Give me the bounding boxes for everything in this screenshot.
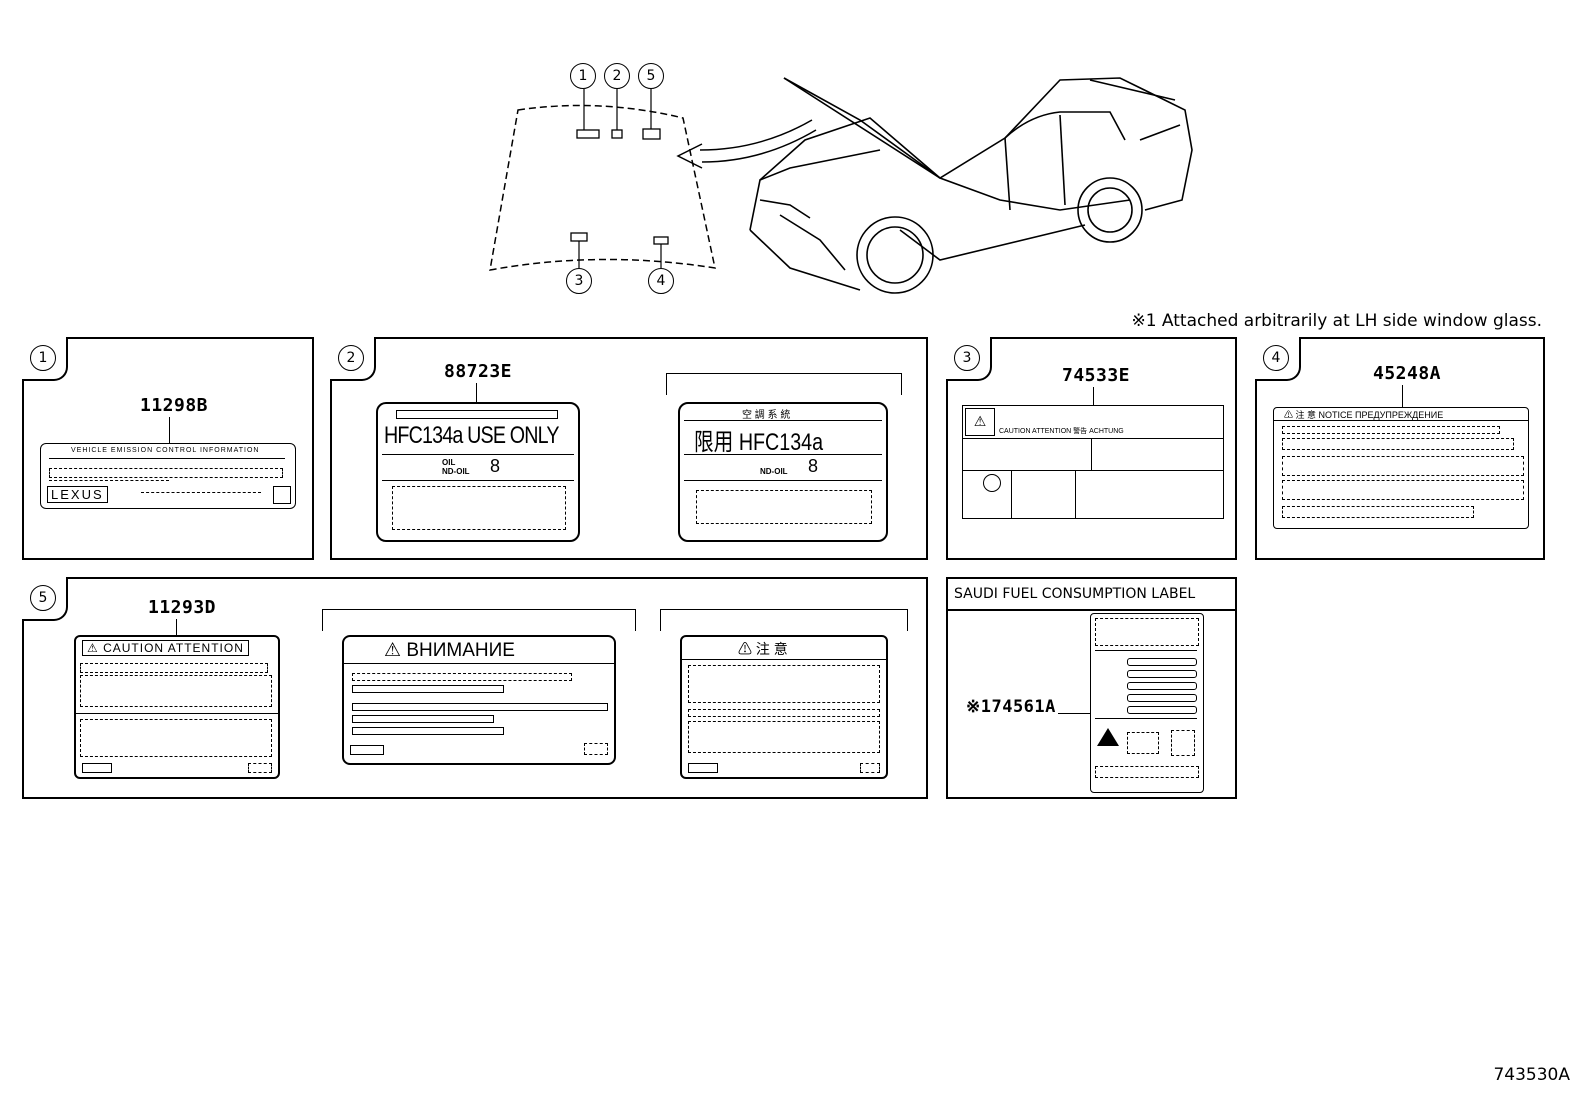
refrigerant-label-a: HFC134a USE ONLY OIL ND-OIL 8 xyxy=(376,402,580,542)
emission-label: VEHICLE EMISSION CONTROL INFORMATION LEX… xyxy=(40,443,296,509)
refrigerant-title: HFC134a USE ONLY xyxy=(384,422,559,449)
part-number: 11293D xyxy=(148,597,217,618)
panel-tab: 5 xyxy=(22,577,68,621)
panel-tab: 2 xyxy=(330,337,376,381)
no-child-icon xyxy=(983,474,1001,492)
panel-saudi: SAUDI FUEL CONSUMPTION LABEL ※174561A xyxy=(946,577,1237,799)
car-windshield-illustration xyxy=(489,77,1193,294)
panel-tab: 1 xyxy=(22,337,68,381)
panel-title: SAUDI FUEL CONSUMPTION LABEL xyxy=(948,579,1235,611)
heading-text: CAUTION ATTENTION xyxy=(103,641,244,655)
caution-label-a: ⚠ CAUTION ATTENTION xyxy=(74,635,280,779)
nd-oil-label: ND-OIL xyxy=(760,467,788,476)
diagram-code: 743530A xyxy=(1493,1065,1570,1085)
oil-label: OIL xyxy=(442,458,456,467)
caution-label-b: ⚠ ВНИМАНИЕ xyxy=(342,635,616,765)
callout-4: 4 xyxy=(648,268,674,294)
callout-1: 1 xyxy=(570,63,596,89)
system-header: 空 調 系 統 xyxy=(742,410,791,421)
callout-3: 3 xyxy=(566,268,592,294)
panel-3: 3 74533E ⚠ CAUTION ATTENTION 警告 ACHTUNG xyxy=(946,337,1237,560)
warning-icon: ⚠ xyxy=(87,641,104,655)
oil-number: 8 xyxy=(808,456,819,476)
panel-number: 4 xyxy=(1263,345,1289,371)
heading-text: ВНИМАНИЕ xyxy=(406,640,515,661)
label-heading: CAUTION ATTENTION 警告 ACHTUNG xyxy=(999,428,1124,435)
panel-number: 3 xyxy=(954,345,980,371)
panel-tab: 3 xyxy=(946,337,992,381)
part-number: 45248A xyxy=(1373,363,1442,384)
label-heading: VEHICLE EMISSION CONTROL INFORMATION xyxy=(71,447,260,454)
triangle-logo-icon xyxy=(1097,728,1119,746)
part-number: ※174561A xyxy=(966,697,1056,717)
callout-2: 2 xyxy=(604,63,630,89)
attachment-note: ※1 Attached arbitrarily at LH side windo… xyxy=(1131,311,1542,331)
warning-icon: ⚠ xyxy=(738,641,756,657)
panel-number: 1 xyxy=(30,345,56,371)
heading-text: 注 意 xyxy=(755,641,788,657)
panel-1: 1 11298B VEHICLE EMISSION CONTROL INFORM… xyxy=(22,337,314,560)
callout-5: 5 xyxy=(638,63,664,89)
panel-tab: 4 xyxy=(1255,337,1301,381)
part-number: 88723E xyxy=(444,361,513,382)
warning-icon: ⚠ xyxy=(384,640,407,661)
label-heading: ⚠ 注 意 NOTICE ПРЕДУПРЕЖДЕНИЕ xyxy=(1284,410,1444,420)
label-heading: ⚠ CAUTION ATTENTION xyxy=(82,640,249,656)
panel-number: 5 xyxy=(30,585,56,611)
caution-label-c: ⚠ 注 意 xyxy=(680,635,888,779)
fuel-consumption-label xyxy=(1090,613,1204,793)
panel-4: 4 45248A ⚠ 注 意 NOTICE ПРЕДУПРЕЖДЕНИЕ xyxy=(1255,337,1545,560)
refrigerant-label-b: 空 調 系 統 限用 HFC134a ND-OIL 8 xyxy=(678,402,888,542)
panel-5: 5 11293D ⚠ CAUTION ATTENTION ⚠ ВНИМАНИЕ … xyxy=(22,577,928,799)
panel-number: 2 xyxy=(338,345,364,371)
panel-2: 2 88723E HFC134a USE ONLY OIL ND-OIL 8 空… xyxy=(330,337,928,560)
caution-label: ⚠ CAUTION ATTENTION 警告 ACHTUNG xyxy=(962,405,1224,519)
nd-oil-label: ND-OIL xyxy=(442,467,470,476)
label-heading: ⚠ 注 意 xyxy=(738,639,788,659)
refrigerant-title: 限用 HFC134a xyxy=(694,429,824,456)
warning-icon: ⚠ xyxy=(965,408,995,436)
oil-number: 8 xyxy=(490,456,501,476)
part-number: 11298B xyxy=(140,395,209,416)
label-heading: ⚠ ВНИМАНИЕ xyxy=(384,639,515,662)
brand-logo: LEXUS xyxy=(47,486,108,503)
notice-label: ⚠ 注 意 NOTICE ПРЕДУПРЕЖДЕНИЕ xyxy=(1273,407,1529,529)
part-number: 74533E xyxy=(1062,365,1131,386)
